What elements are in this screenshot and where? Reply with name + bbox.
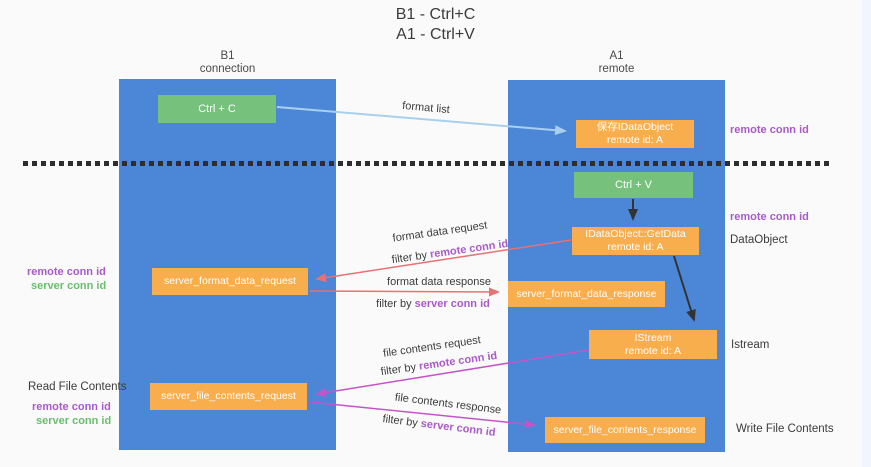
lane-header-a1: A1 remote xyxy=(549,50,684,76)
lane-b1-name: B1 xyxy=(220,50,235,62)
idataobject-getdata-box: IDataObject::GetData remote id: A xyxy=(572,227,699,255)
server-format-data-request-label: server_format_data_request xyxy=(164,275,296,287)
server-file-contents-response-box: server_file_contents_response xyxy=(545,417,705,443)
server-conn-id-text: server conn id xyxy=(420,417,497,439)
format-data-response-arrow xyxy=(309,287,500,297)
right-edge-strip xyxy=(862,0,871,467)
filter-by-server-label-2: filter by server conn id xyxy=(382,413,496,439)
format-list-label: format list xyxy=(401,99,451,117)
save-idataobject-line1: 保存IDataObject xyxy=(596,121,674,133)
diagram-title: B1 - Ctrl+C A1 - Ctrl+V xyxy=(0,5,871,45)
getdata-line2: remote id: A xyxy=(607,241,664,253)
filter-by-text: filter by xyxy=(376,298,415,310)
ctrl-v-label: Ctrl + V xyxy=(615,178,652,191)
server-conn-id-annotation-left-1: server conn id xyxy=(31,280,107,292)
format-data-request-label: format data request xyxy=(391,219,489,245)
save-idataobject-line2: remote id: A xyxy=(606,134,664,146)
server-format-data-response-label: server_format_data_response xyxy=(516,287,657,300)
save-idataobject-box: 保存IDataObject remote id: A xyxy=(576,120,694,148)
getdata-line1: IDataObject::GetData xyxy=(585,228,686,240)
remote-conn-id-annotation-2: remote conn id xyxy=(730,211,809,223)
server-format-data-request-box: server_format_data_request xyxy=(152,268,308,295)
ctrl-v-box: Ctrl + V xyxy=(574,172,693,198)
remote-conn-id-annotation-left-2: remote conn id xyxy=(32,401,111,413)
read-file-contents-annotation: Read File Contents xyxy=(28,381,127,393)
remote-conn-id-text: remote conn id xyxy=(429,237,509,261)
lane-a1-role: remote xyxy=(598,63,635,75)
lane-b1-role: connection xyxy=(199,63,256,75)
istream-line1: IStream xyxy=(634,331,672,344)
filter-by-text: filter by xyxy=(381,413,422,430)
lane-a1-name: A1 xyxy=(609,50,624,62)
istream-annotation: Istream xyxy=(731,339,770,351)
clipboard-boundary-dashed-line xyxy=(23,161,830,166)
filter-by-text: filter by xyxy=(391,248,431,267)
istream-line2: remote id: A xyxy=(624,344,682,357)
server-file-contents-response-label: server_file_contents_response xyxy=(553,423,697,436)
filter-by-server-label-1: filter by server conn id xyxy=(376,298,490,310)
title-line-1: B1 - Ctrl+C xyxy=(395,6,476,23)
server-format-data-response-box: server_format_data_response xyxy=(508,281,665,307)
ctrl-c-label: Ctrl + C xyxy=(198,102,236,115)
file-contents-response-label: file contents response xyxy=(394,391,502,417)
server-conn-id-annotation-left-2: server conn id xyxy=(36,415,112,427)
dataobject-annotation: DataObject xyxy=(730,234,788,246)
filter-by-text: filter by xyxy=(380,360,420,379)
server-conn-id-text: server conn id xyxy=(414,298,490,310)
server-file-contents-request-box: server_file_contents_request xyxy=(150,383,307,410)
format-data-response-label: format data response xyxy=(387,276,491,288)
title-line-2: A1 - Ctrl+V xyxy=(396,26,475,43)
istream-box: IStream remote id: A xyxy=(589,330,717,359)
remote-conn-id-annotation-left-1: remote conn id xyxy=(27,266,106,278)
server-file-contents-request-label: server_file_contents_request xyxy=(161,390,296,402)
remote-conn-id-annotation-1: remote conn id xyxy=(730,124,809,136)
lane-header-b1: B1 connection xyxy=(160,50,295,76)
ctrl-c-box: Ctrl + C xyxy=(158,95,276,123)
write-file-contents-annotation: Write File Contents xyxy=(736,423,834,435)
